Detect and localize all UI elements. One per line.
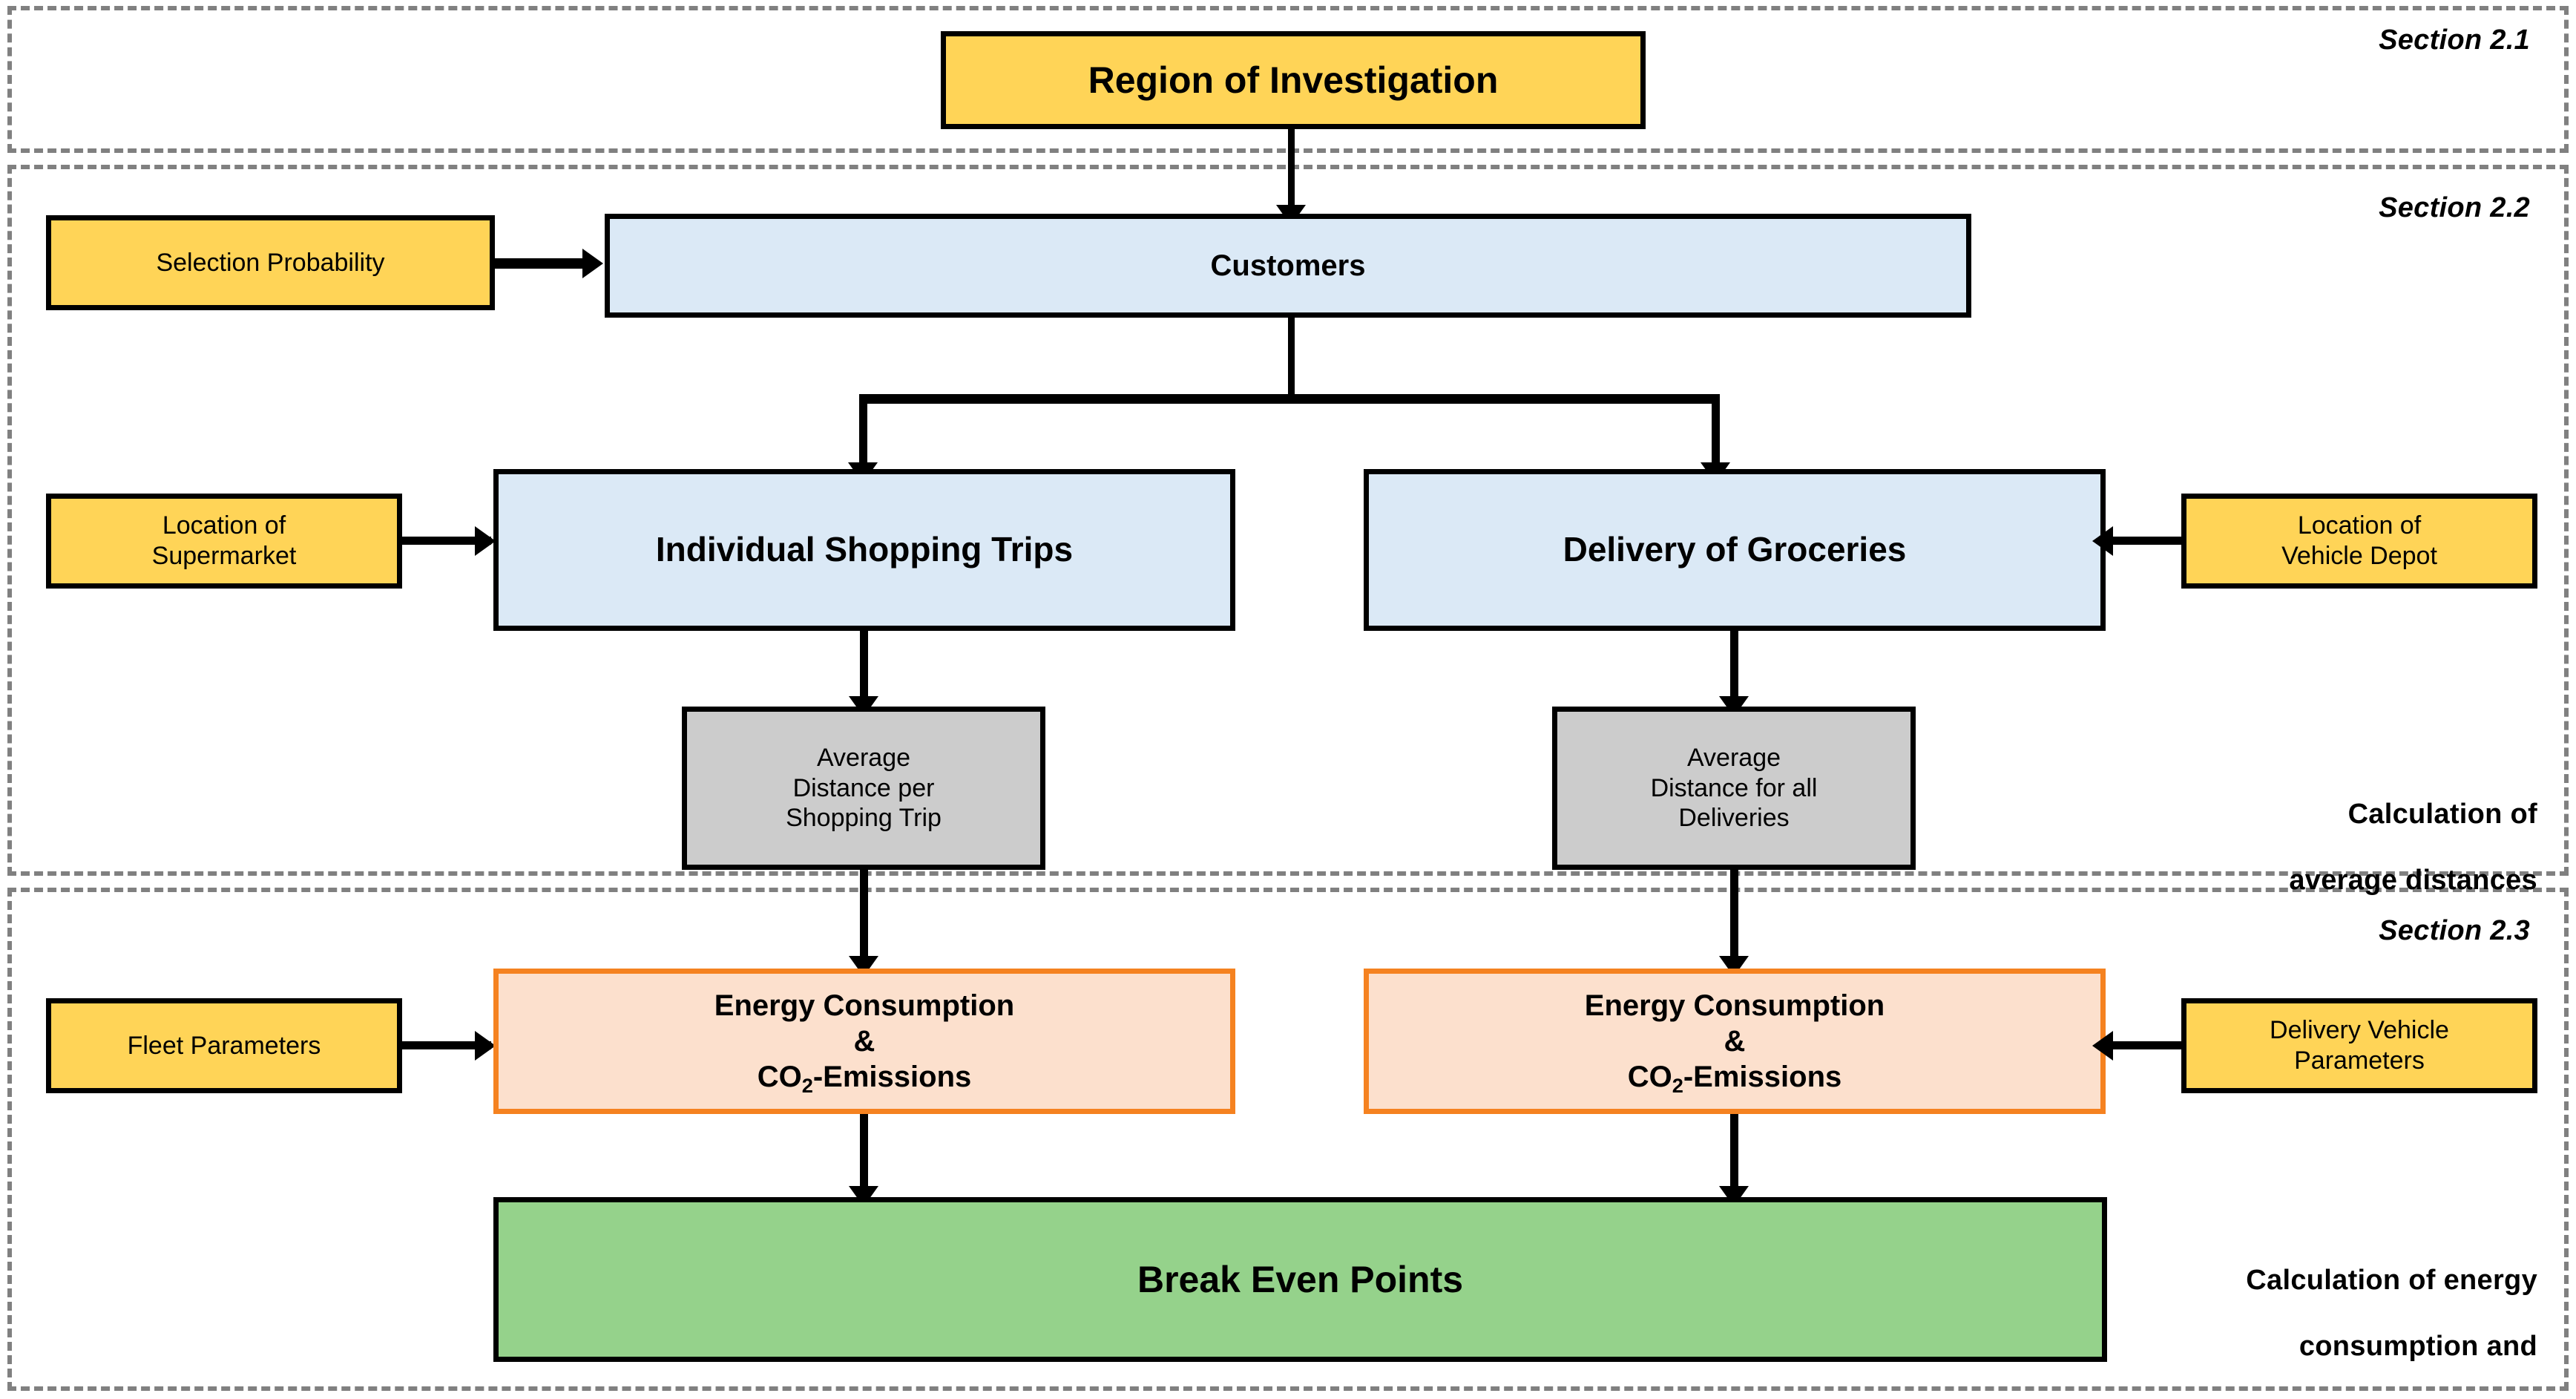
co2-prefix: CO bbox=[757, 1061, 802, 1093]
arrowhead-fleet-parameters-to-energy-left bbox=[475, 1031, 496, 1061]
section-label-calc-energy-co2: Calculation of energy consumption and CO… bbox=[2107, 1231, 2537, 1399]
connector-customers-to-delivery-groceries bbox=[1712, 394, 1720, 468]
connector-energy-right-to-break-even bbox=[1730, 1114, 1738, 1196]
co2-subscript: 2 bbox=[801, 1073, 813, 1097]
connector-delivery-groceries-to-avg-distance bbox=[1730, 631, 1738, 705]
node-energy-consumption-co2-delivery[interactable]: Energy Consumption & CO2-Emissions bbox=[1364, 969, 2106, 1114]
node-region-of-investigation[interactable]: Region of Investigation bbox=[941, 31, 1646, 129]
co2-suffix: -Emissions bbox=[1683, 1061, 1842, 1093]
connector-supermarket-to-shopping-trips bbox=[402, 537, 491, 545]
connector-energy-left-to-break-even bbox=[860, 1114, 868, 1196]
connector-region-to-customers bbox=[1288, 129, 1295, 211]
connector-delivery-vehicle-parameters-to-energy-right bbox=[2111, 1041, 2185, 1049]
node-location-of-vehicle-depot[interactable]: Location of Vehicle Depot bbox=[2181, 494, 2537, 589]
co2-subscript: 2 bbox=[1672, 1073, 1683, 1097]
energy-line-1: Energy Consumption bbox=[714, 989, 1015, 1022]
node-delivery-vehicle-parameters[interactable]: Delivery Vehicle Parameters bbox=[2181, 998, 2537, 1093]
section-label-line: consumption and bbox=[2299, 1331, 2537, 1363]
node-fleet-parameters[interactable]: Fleet Parameters bbox=[46, 998, 402, 1093]
node-selection-probability[interactable]: Selection Probability bbox=[46, 215, 495, 310]
section-band-2-3 bbox=[7, 888, 2569, 1391]
connector-shopping-trips-to-avg-distance bbox=[860, 631, 868, 705]
section-label-2-2: Section 2.2 bbox=[2379, 192, 2530, 223]
energy-line-2: & bbox=[853, 1025, 875, 1058]
arrowhead-selection-probability-to-customers bbox=[582, 249, 603, 278]
section-label-line: Calculation of bbox=[2347, 798, 2537, 830]
node-delivery-of-groceries[interactable]: Delivery of Groceries bbox=[1364, 469, 2106, 631]
energy-line-2: & bbox=[1724, 1025, 1746, 1058]
node-location-of-supermarket[interactable]: Location of Supermarket bbox=[46, 494, 402, 589]
arrowhead-delivery-vehicle-parameters-to-energy-right bbox=[2092, 1031, 2113, 1061]
energy-line-1: Energy Consumption bbox=[1584, 989, 1885, 1022]
node-average-distance-per-shopping-trip[interactable]: Average Distance per Shopping Trip bbox=[682, 707, 1045, 870]
section-label-line: Calculation of energy bbox=[2246, 1264, 2537, 1296]
connector-customers-bus bbox=[859, 394, 1720, 404]
co2-prefix: CO bbox=[1627, 1061, 1672, 1093]
connector-fleet-parameters-to-energy-left bbox=[402, 1041, 491, 1049]
energy-line-3-co2: CO2-Emissions bbox=[1627, 1059, 1842, 1097]
co2-suffix: -Emissions bbox=[812, 1061, 972, 1093]
section-label-line: average distances bbox=[2289, 865, 2537, 897]
connector-vehicle-depot-to-delivery-groceries bbox=[2111, 537, 2185, 545]
connector-selection-probability-to-customers bbox=[495, 258, 588, 269]
node-energy-consumption-co2-shopping[interactable]: Energy Consumption & CO2-Emissions bbox=[493, 969, 1235, 1114]
connector-avg-distance-to-energy-left bbox=[860, 870, 868, 966]
connector-customers-to-shopping-trips bbox=[859, 394, 867, 468]
section-label-calc-average-distances: Calculation of average distances bbox=[2137, 764, 2537, 931]
energy-line-3-co2: CO2-Emissions bbox=[757, 1059, 972, 1097]
node-break-even-points[interactable]: Break Even Points bbox=[493, 1197, 2107, 1362]
arrowhead-vehicle-depot-to-delivery-groceries bbox=[2092, 526, 2113, 556]
node-customers[interactable]: Customers bbox=[605, 214, 1971, 318]
arrowhead-supermarket-to-shopping-trips bbox=[475, 526, 496, 556]
connector-avg-distance-to-energy-right bbox=[1730, 870, 1738, 966]
connector-customers-trunk bbox=[1288, 318, 1295, 399]
section-label-2-1: Section 2.1 bbox=[2379, 24, 2530, 56]
section-label-2-3: Section 2.3 bbox=[2379, 915, 2530, 946]
node-average-distance-for-all-deliveries[interactable]: Average Distance for all Deliveries bbox=[1552, 707, 1916, 870]
node-individual-shopping-trips[interactable]: Individual Shopping Trips bbox=[493, 469, 1235, 631]
